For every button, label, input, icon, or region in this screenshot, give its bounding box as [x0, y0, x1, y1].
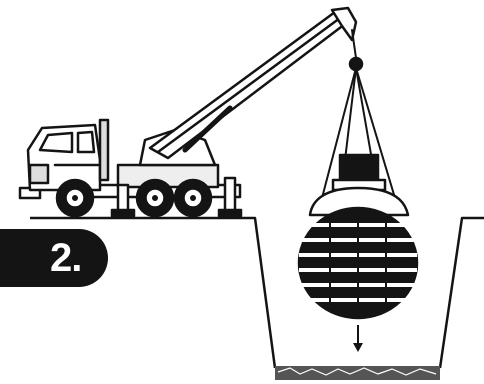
step-badge: 2. [0, 229, 108, 287]
pit-gravel-texture [277, 367, 437, 376]
tank-riser [338, 153, 380, 185]
truck-cab-window [38, 131, 74, 154]
ground-and-pit [30, 216, 484, 369]
crane-outrigger-pad-right [217, 208, 243, 218]
crane-outrigger-right [223, 176, 237, 215]
tank-rib-seams [329, 210, 387, 316]
arrow-down-icon [353, 325, 363, 352]
pit-right-wall [438, 216, 484, 369]
truck-exhaust [98, 118, 110, 182]
truck-grille [28, 163, 50, 185]
crane-outrigger-pad-left [110, 208, 136, 218]
truck-wheel-centers [72, 195, 196, 201]
truck-cab-door-window [76, 130, 96, 154]
crane-boom-section [156, 16, 342, 154]
pit-gravel-bed [275, 366, 440, 380]
crane-cable [351, 29, 357, 59]
step-number: 2. [50, 236, 82, 280]
crane-hydraulic-ram [182, 105, 233, 153]
tank-shoulder [308, 186, 410, 217]
lifting-slings [321, 67, 396, 199]
crane-boom-tip [330, 6, 358, 42]
ground-line [30, 216, 277, 369]
crane-truck-icon [18, 6, 364, 218]
